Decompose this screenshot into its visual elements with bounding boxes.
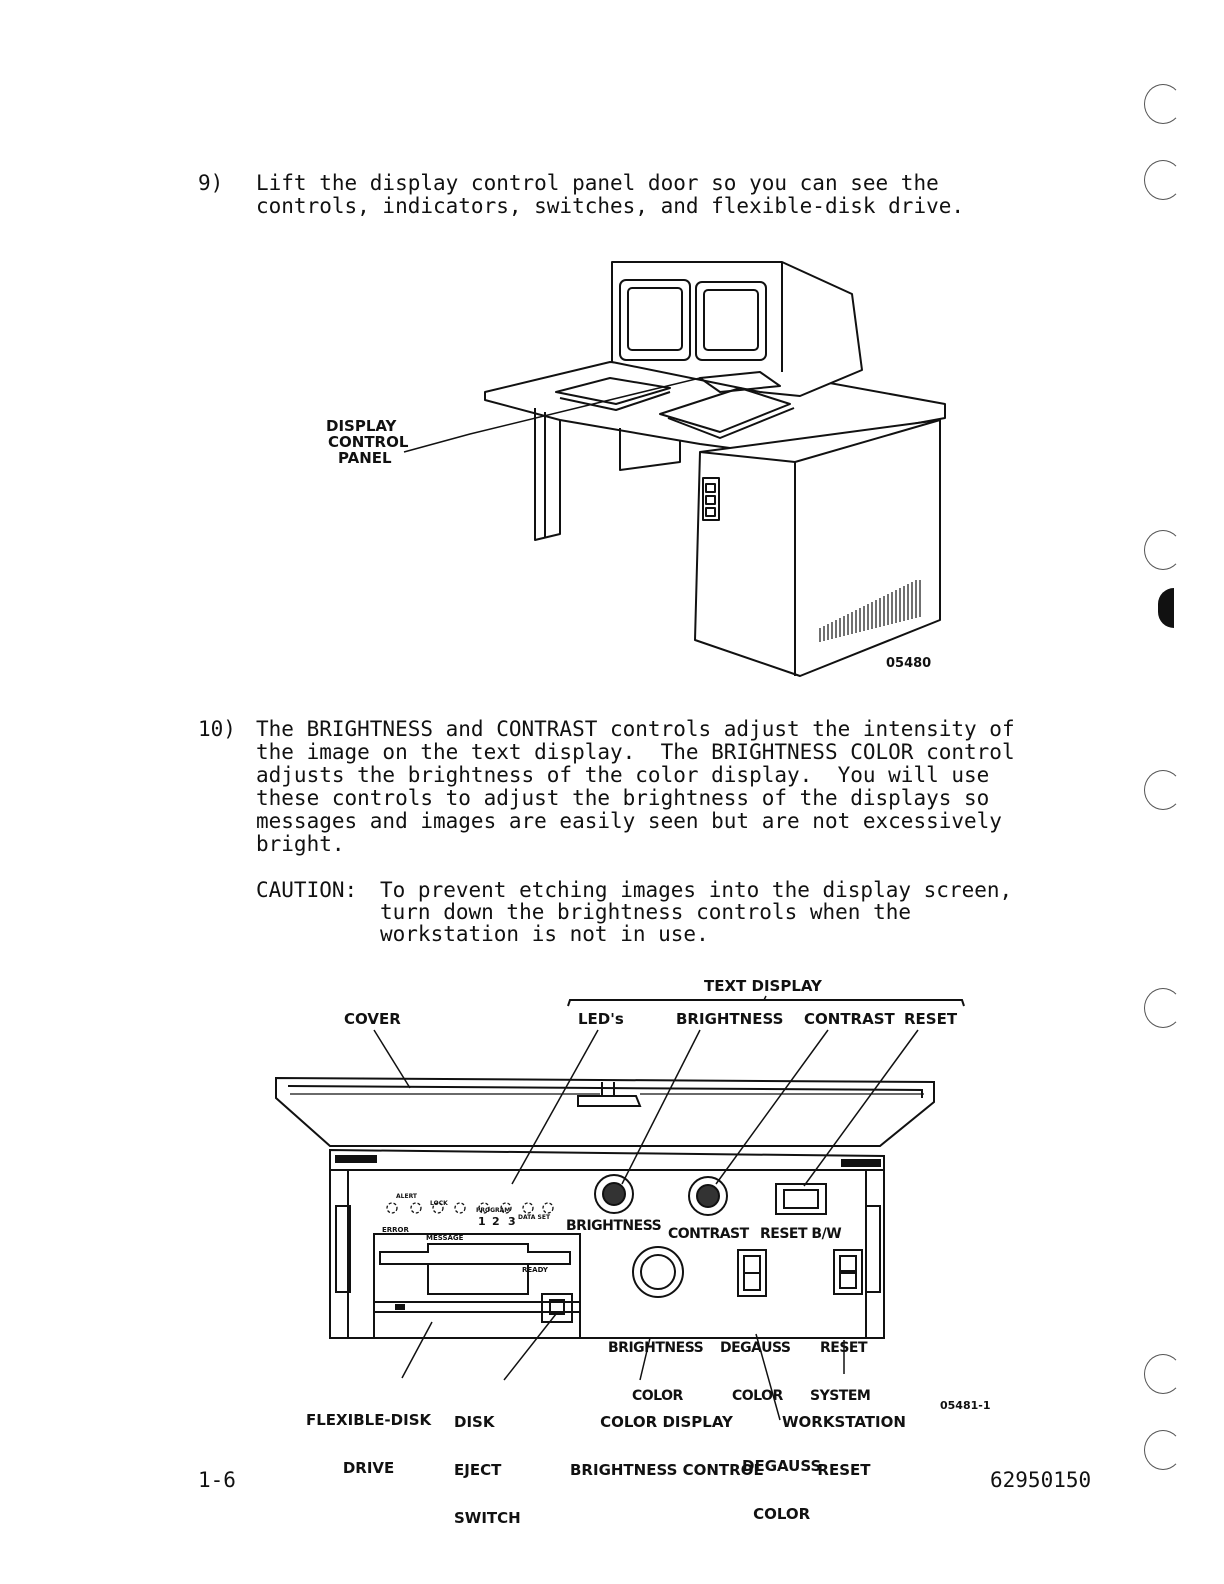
punch-hole xyxy=(1144,988,1182,1028)
label-line: SYSTEM xyxy=(810,1388,871,1404)
panel-brightness-label: BRIGHTNESS xyxy=(566,1218,662,1234)
degauss-color-label: DEGAUSS COLOR xyxy=(742,1426,821,1538)
reset-label: RESET xyxy=(904,1010,958,1028)
panel-contrast-label: CONTRAST xyxy=(668,1226,749,1242)
led-label: ALERT xyxy=(396,1193,418,1200)
label-line: BRIGHTNESS xyxy=(608,1340,704,1356)
step-text-line: The BRIGHTNESS and CONTRAST controls adj… xyxy=(256,717,1015,741)
step-number: 10) xyxy=(198,717,236,741)
caution-text-line: workstation is not in use. xyxy=(380,922,709,946)
caution-label: CAUTION: xyxy=(256,878,358,902)
label-line: COLOR DISPLAY xyxy=(600,1413,733,1431)
punch-hole xyxy=(1144,84,1182,124)
led-legend-top: ALERT LOCK PROGRAM DATA SET xyxy=(396,1186,550,1221)
label-line: EJECT xyxy=(454,1461,502,1479)
led-label: READY xyxy=(522,1266,548,1274)
step-text-line: Lift the display control panel door so y… xyxy=(256,171,939,195)
label-line: RESET xyxy=(820,1340,868,1356)
punch-hole xyxy=(1144,770,1182,810)
change-bar-mark xyxy=(1158,588,1174,628)
brightness-label: BRIGHTNESS xyxy=(676,1010,784,1028)
led-label: PROGRAM xyxy=(476,1207,511,1214)
panel-brightness-color-label: BRIGHTNESS COLOR xyxy=(608,1308,704,1420)
led-label: 2 xyxy=(492,1215,500,1228)
text-display-group-label: TEXT DISPLAY xyxy=(704,977,822,995)
label-line: BRIGHTNESS CONTROL xyxy=(570,1461,764,1479)
callout-leader xyxy=(403,377,701,453)
color-display-brightness-control-label: COLOR DISPLAY BRIGHTNESS CONTROL xyxy=(570,1382,763,1494)
step-text-line: bright. xyxy=(256,832,345,856)
step-text-line: messages and images are easily seen but … xyxy=(256,809,1002,833)
led-label: 3 xyxy=(508,1215,516,1228)
callout-line: DISPLAY xyxy=(326,417,397,435)
label-line: DRIVE xyxy=(342,1459,395,1477)
led-label: MESSAGE xyxy=(426,1234,464,1242)
panel-reset-bw-label: RESET B/W xyxy=(760,1226,842,1242)
led-label: 1 xyxy=(478,1215,486,1228)
caution-text-line: To prevent etching images into the displ… xyxy=(380,878,1013,902)
punch-hole xyxy=(1144,160,1182,200)
led-label: ERROR xyxy=(382,1226,409,1234)
label-line: COLOR xyxy=(753,1505,811,1523)
led-legend-bottom: ERROR MESSAGE 1 2 3 READY xyxy=(382,1215,548,1274)
label-line: COLOR xyxy=(732,1388,783,1404)
label-line: COLOR xyxy=(632,1388,683,1404)
punch-hole xyxy=(1144,530,1182,570)
label-line: DISK xyxy=(454,1413,495,1431)
label-line: FLEXIBLE-DISK xyxy=(306,1411,432,1429)
caution-text-line: turn down the brightness controls when t… xyxy=(380,900,912,924)
document-number: 62950150 xyxy=(990,1468,1092,1492)
figure-id: 05480 xyxy=(886,656,932,671)
label-line: DEGAUSS xyxy=(742,1457,822,1475)
page-number: 1-6 xyxy=(198,1468,236,1492)
step-text-line: adjusts the brightness of the color disp… xyxy=(256,763,990,787)
callout-line: PANEL xyxy=(338,449,392,467)
label-line: DEGAUSS xyxy=(720,1340,791,1356)
punch-hole xyxy=(1144,1354,1182,1394)
step-text-line: the image on the text display. The BRIGH… xyxy=(256,740,1015,764)
disk-eject-switch-label: DISK EJECT SWITCH xyxy=(454,1382,521,1542)
label-line: RESET xyxy=(817,1461,871,1479)
label-line: SWITCH xyxy=(454,1509,521,1527)
panel-degauss-color-label: DEGAUSS COLOR xyxy=(720,1308,791,1420)
led-label: LOCK xyxy=(430,1200,448,1207)
panel-reset-system-label: RESET SYSTEM xyxy=(810,1308,871,1420)
workstation-reset-label: WORKSTATION RESET xyxy=(782,1382,906,1494)
flexible-disk-drive-label: FLEXIBLE-DISK DRIVE xyxy=(306,1380,431,1492)
callout-line: CONTROL xyxy=(328,433,409,451)
step-number: 9) xyxy=(198,171,224,195)
punch-hole xyxy=(1144,1430,1182,1470)
led-label: DATA SET xyxy=(518,1214,551,1221)
figure-id: 05481-1 xyxy=(940,1399,991,1412)
step-text-line: controls, indicators, switches, and flex… xyxy=(256,194,965,218)
contrast-label: CONTRAST xyxy=(804,1010,895,1028)
label-line: WORKSTATION xyxy=(782,1413,906,1431)
cover-label: COVER xyxy=(344,1010,401,1028)
step-text-line: these controls to adjust the brightness … xyxy=(256,786,990,810)
leds-label: LED's xyxy=(578,1010,624,1028)
